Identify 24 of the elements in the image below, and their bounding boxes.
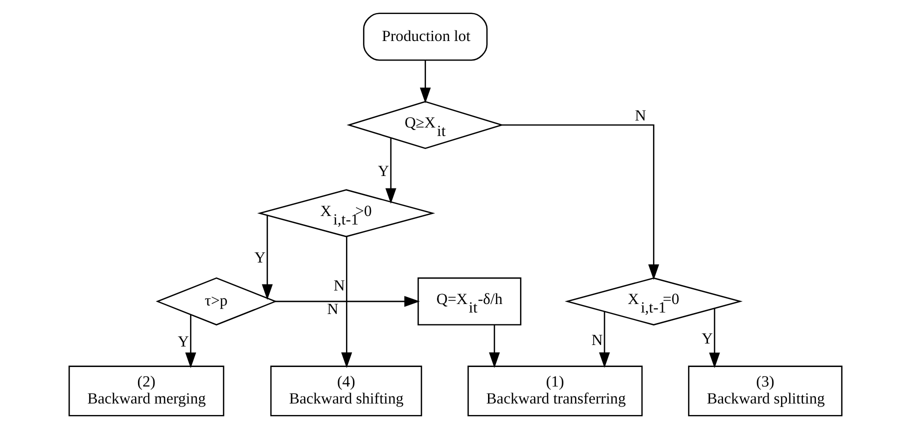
node-box: (3) Backward splitting: [688, 366, 842, 416]
edge-label: N: [326, 300, 338, 318]
edge-label: Y: [701, 330, 712, 348]
arrow: [261, 215, 272, 300]
edge-label: Y: [254, 250, 266, 267]
arrow: [419, 60, 430, 104]
arrow: [184, 314, 196, 368]
node-box: (1) Backward transferring: [467, 366, 642, 416]
edge-label: N: [634, 108, 646, 125]
node-box: (2) Backward merging: [68, 366, 224, 416]
arrow: [340, 236, 352, 368]
arrow: [488, 324, 500, 368]
node-box: Production lot: [362, 12, 488, 61]
edge-label: Y: [377, 162, 389, 180]
node-box: (4) Backward shifting: [270, 366, 422, 416]
arrow: [384, 138, 396, 204]
node-diamond: τ>p: [155, 277, 277, 326]
arrow: [708, 308, 720, 368]
edge-label: Y: [177, 333, 188, 350]
edge-label: N: [591, 332, 602, 349]
edge-label: N: [333, 277, 344, 294]
arrow: [598, 312, 610, 368]
arrow: [502, 124, 659, 280]
arrow: [274, 296, 420, 307]
